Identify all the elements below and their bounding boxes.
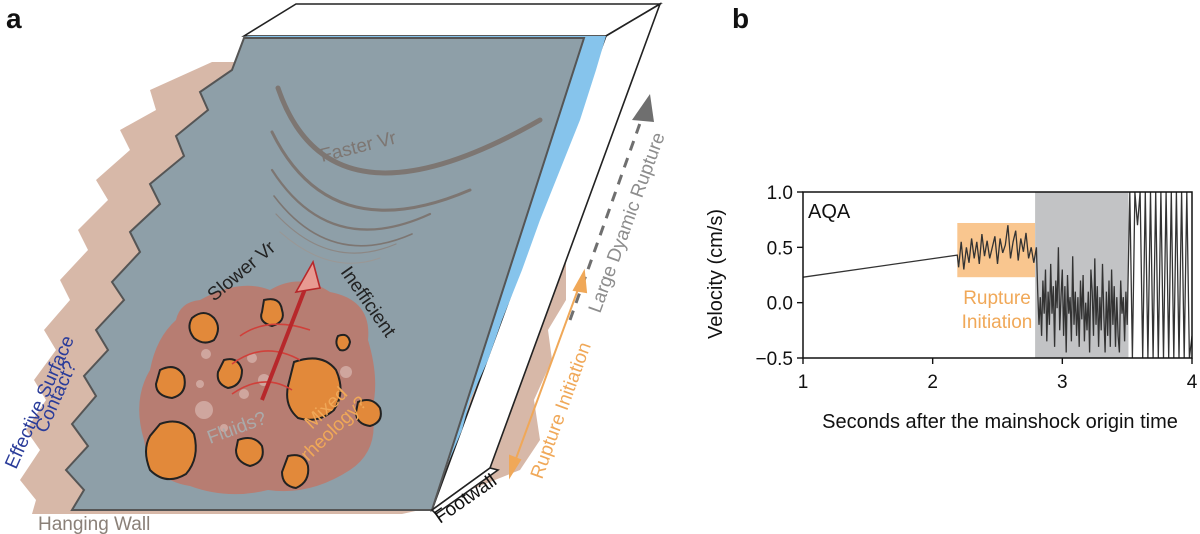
nucleation-arc <box>239 323 311 337</box>
asperity <box>280 454 310 490</box>
velocity-trace <box>803 192 1192 358</box>
plot-area: 1 2 3 4 −0.5 0.0 0.5 1.0 <box>755 183 1197 393</box>
fluid-bubble <box>247 353 257 363</box>
x-axis-title: Seconds after the mainshock origin time <box>822 411 1178 433</box>
x-tick-label: 1 <box>798 372 809 393</box>
nucleation-arcs <box>231 323 311 395</box>
y-tick-label: −0.5 <box>755 349 793 370</box>
initiation-label-b: Initiation <box>962 312 1033 333</box>
y-tick-label: 0.0 <box>767 294 793 315</box>
x-axis-ticks: 1 2 3 4 <box>798 358 1198 393</box>
footwall-wedge-edge <box>430 467 500 516</box>
fluid-bubble <box>201 349 211 359</box>
asperity <box>335 333 352 352</box>
asperity <box>234 437 264 468</box>
block-top-face <box>241 3 663 37</box>
asperity <box>188 312 219 344</box>
asperity <box>286 357 342 421</box>
asperity <box>154 366 186 400</box>
rupture-initiation-arrow <box>509 268 588 480</box>
x-tick-label: 4 <box>1187 372 1198 393</box>
fluid-bubble <box>239 389 249 399</box>
nucleation-arc <box>231 381 293 395</box>
rupture-front-arcs <box>270 85 543 264</box>
initiation-arrowhead-bottom <box>509 454 522 480</box>
large-rupture-arrowhead <box>632 94 654 122</box>
panel-b: b 1 2 3 4 −0.5 0.0 0.5 1.0 AQA Rupture Initiat… <box>705 3 1198 433</box>
fluid-bubbles <box>195 349 352 432</box>
y-tick-label: 1.0 <box>767 183 793 204</box>
fluid-bubble <box>195 401 213 419</box>
asperity <box>260 298 284 328</box>
initiation-arrowhead-top <box>572 268 588 294</box>
panel-a-letter: a <box>6 3 22 34</box>
rupture-arc-4 <box>273 195 413 247</box>
x-tick-label: 3 <box>1057 372 1068 393</box>
rupture-arc-6 <box>279 231 381 264</box>
fluid-bubble <box>196 380 204 388</box>
rupture-arc-2 <box>270 130 472 212</box>
grey-shaded-zone <box>1035 192 1129 358</box>
rupture-arc-3 <box>270 168 432 231</box>
nucleation-arc <box>231 350 301 365</box>
station-label: AQA <box>808 201 851 223</box>
asperity <box>354 399 382 428</box>
plot-frame <box>802 191 1193 359</box>
fluid-bubble <box>220 424 228 432</box>
rupture-direction-arrow <box>260 259 322 401</box>
hanging-wall-label: Hanging Wall <box>38 514 150 534</box>
panel-b-letter: b <box>732 3 749 34</box>
initiation-arrow-line <box>513 283 581 465</box>
y-axis-title: Velocity (cm/s) <box>705 209 727 339</box>
rupture-label-b: Rupture <box>963 288 1031 309</box>
asperities <box>145 298 382 490</box>
fluid-bubble <box>340 366 352 378</box>
rupture-arrow-head <box>294 259 322 294</box>
asperity <box>216 358 244 390</box>
rupture-arrow-shaft <box>260 275 312 401</box>
faster-vr-arc <box>275 85 543 176</box>
panel-a: a <box>1 2 670 534</box>
x-tick-label: 2 <box>927 372 938 393</box>
asperity <box>145 420 197 481</box>
y-axis-ticks: −0.5 0.0 0.5 1.0 <box>755 183 803 370</box>
y-tick-label: 0.5 <box>767 238 793 259</box>
rupture-arc-5 <box>275 213 397 254</box>
